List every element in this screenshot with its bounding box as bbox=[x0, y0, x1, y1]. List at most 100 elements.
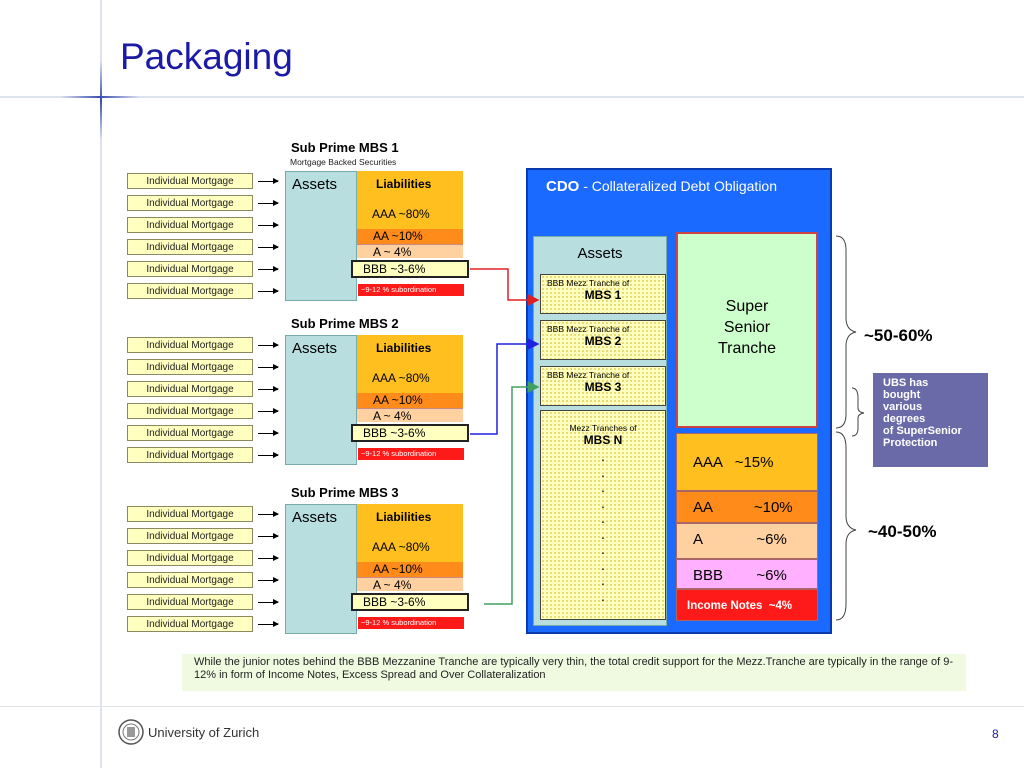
individual-mortgage: Individual Mortgage bbox=[127, 381, 253, 397]
tranche-big-label: MBS 3 bbox=[584, 380, 622, 394]
arrow-mbs1 bbox=[470, 268, 540, 306]
mbs-liabilities bbox=[357, 171, 463, 229]
mbs-title: Sub Prime MBS 1 bbox=[291, 140, 399, 155]
arrow-icon bbox=[258, 266, 279, 272]
arrow-mbs2 bbox=[470, 338, 540, 435]
arrow-icon bbox=[258, 511, 279, 517]
subordination-label: ~9-12 % subordination bbox=[358, 617, 464, 629]
aaa-tranche: AAA ~80% bbox=[372, 371, 430, 385]
arrow-icon bbox=[258, 621, 279, 627]
subordination-label: ~9-12 % subordination bbox=[358, 284, 464, 296]
cdo-input-tranche: BBB Mezz Tranche of MBS 2 bbox=[540, 320, 666, 360]
cdo-title-bold: CDO bbox=[546, 178, 580, 195]
individual-mortgage: Individual Mortgage bbox=[127, 616, 253, 632]
individual-mortgage: Individual Mortgage bbox=[127, 403, 253, 419]
arrow-icon bbox=[258, 342, 279, 348]
mbs-title: Sub Prime MBS 2 bbox=[291, 316, 399, 331]
super-senior-tranche: Super Senior Tranche bbox=[676, 232, 818, 428]
aa-tranche: AA ~10% bbox=[357, 229, 463, 244]
header-divider bbox=[0, 96, 1024, 98]
bbb-tranche: BBB ~3-6% bbox=[351, 424, 469, 442]
aa-tranche: AA ~10% bbox=[357, 393, 463, 408]
cdo-output-tranche: AA ~10% bbox=[676, 491, 818, 523]
arrow-icon bbox=[258, 555, 279, 561]
brace-top bbox=[835, 235, 857, 429]
individual-mortgage: Individual Mortgage bbox=[127, 261, 253, 277]
aaa-tranche: AAA ~80% bbox=[372, 540, 430, 554]
arrow-icon bbox=[258, 533, 279, 539]
individual-mortgage: Individual Mortgage bbox=[127, 283, 253, 299]
individual-mortgage: Individual Mortgage bbox=[127, 195, 253, 211]
bbb-tranche: BBB ~3-6% bbox=[351, 260, 469, 278]
mbs-title: Sub Prime MBS 3 bbox=[291, 485, 399, 500]
tranche-big-label: MBS 2 bbox=[584, 334, 622, 348]
university-seal-icon bbox=[118, 719, 144, 745]
cdo-output-tranche: Income Notes ~4% bbox=[676, 589, 818, 621]
arrow-icon bbox=[258, 599, 279, 605]
mbs-liabilities bbox=[357, 335, 463, 393]
cdo-input-tranche: BBB Mezz Tranche of MBS 1 bbox=[540, 274, 666, 314]
arrow-icon bbox=[258, 364, 279, 370]
arrow-icon bbox=[258, 178, 279, 184]
a-tranche: A ~ 4% bbox=[357, 244, 463, 259]
cross-accent-v bbox=[100, 60, 102, 140]
a-tranche: A ~ 4% bbox=[357, 577, 463, 592]
tranche-small-label: BBB Mezz Tranche of bbox=[547, 324, 630, 334]
tranche-small-label: BBB Mezz Tranche of bbox=[547, 278, 630, 288]
a-tranche: A ~ 4% bbox=[357, 408, 463, 423]
individual-mortgage: Individual Mortgage bbox=[127, 359, 253, 375]
slide-title: Packaging bbox=[120, 36, 293, 77]
individual-mortgage: Individual Mortgage bbox=[127, 447, 253, 463]
mbs-liabilities bbox=[357, 504, 463, 562]
super-senior-label: Super Senior Tranche bbox=[717, 298, 777, 357]
tranche-small-label: BBB Mezz Tranche of bbox=[547, 370, 630, 380]
individual-mortgage: Individual Mortgage bbox=[127, 425, 253, 441]
cdo-input-tranche-n: Mezz Tranches of MBS N .......... bbox=[540, 410, 666, 620]
tranche-small-label: Mezz Tranches of bbox=[569, 423, 637, 433]
arrow-icon bbox=[258, 244, 279, 250]
arrow-icon bbox=[258, 386, 279, 392]
aaa-tranche: AAA ~80% bbox=[372, 207, 430, 221]
tranche-label: AA ~10% bbox=[693, 499, 793, 516]
liabilities-label: Liabilities bbox=[376, 177, 432, 191]
individual-mortgage: Individual Mortgage bbox=[127, 572, 253, 588]
mbs-subtitle: Mortgage Backed Securities bbox=[290, 157, 397, 167]
cdo-output-tranche: A ~6% bbox=[676, 523, 818, 559]
tranche-big-label: MBS 1 bbox=[584, 288, 622, 302]
brace-mid bbox=[851, 387, 865, 437]
cdo-title-rest: - Collateralized Debt Obligation bbox=[579, 178, 777, 194]
footer-divider bbox=[0, 706, 1024, 707]
arrow-icon bbox=[258, 288, 279, 294]
liabilities-label: Liabilities bbox=[376, 510, 432, 524]
individual-mortgage: Individual Mortgage bbox=[127, 550, 253, 566]
bbb-tranche: BBB ~3-6% bbox=[351, 593, 469, 611]
pct-bottom: ~40-50% bbox=[868, 522, 937, 541]
tranche-big-label: MBS N bbox=[583, 433, 623, 447]
tranche-label: AAA ~15% bbox=[693, 454, 774, 471]
ubs-note: UBS has bought various degrees of SuperS… bbox=[873, 373, 988, 467]
liabilities-label: Liabilities bbox=[376, 341, 432, 355]
pct-top: ~50-60% bbox=[864, 326, 933, 345]
brace-bottom bbox=[835, 431, 857, 621]
individual-mortgage: Individual Mortgage bbox=[127, 239, 253, 255]
aa-tranche: AA ~10% bbox=[357, 562, 463, 577]
individual-mortgage: Individual Mortgage bbox=[127, 337, 253, 353]
individual-mortgage: Individual Mortgage bbox=[127, 594, 253, 610]
page-number: 8 bbox=[992, 727, 999, 741]
tranche-label: Income Notes ~4% bbox=[687, 600, 793, 612]
tranche-label: BBB ~6% bbox=[693, 567, 787, 584]
arrow-icon bbox=[258, 452, 279, 458]
arrow-icon bbox=[258, 577, 279, 583]
subordination-label: ~9-12 % subordination bbox=[358, 448, 464, 460]
individual-mortgage: Individual Mortgage bbox=[127, 173, 253, 189]
arrow-icon bbox=[258, 430, 279, 436]
footnote: While the junior notes behind the BBB Me… bbox=[182, 654, 966, 691]
cdo-output-tranche: AAA ~15% bbox=[676, 433, 818, 491]
mbs-assets: Assets bbox=[285, 171, 357, 301]
ellipsis-dots: .......... bbox=[601, 448, 605, 604]
arrow-icon bbox=[258, 408, 279, 414]
individual-mortgage: Individual Mortgage bbox=[127, 506, 253, 522]
mbs-assets: Assets bbox=[285, 504, 357, 634]
left-rule bbox=[100, 0, 102, 768]
